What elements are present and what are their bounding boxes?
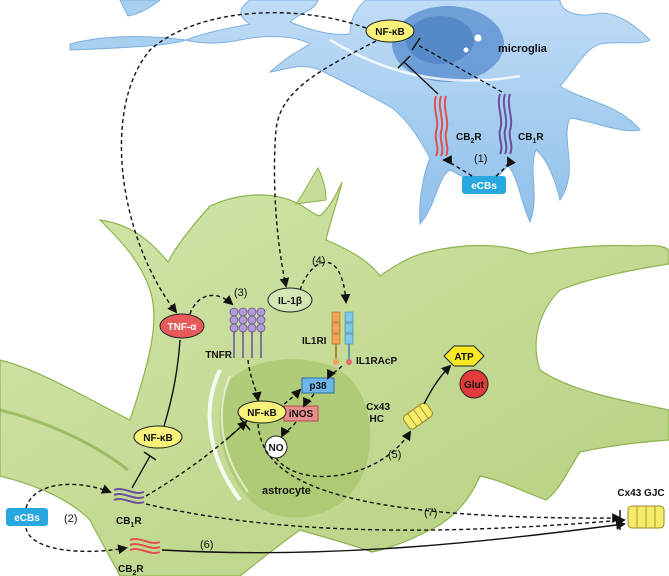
arrow-nfkb-to-cx43gjc [257,423,622,523]
microglia-cell: microglia [69,0,651,226]
tnfr-label: TNFR [205,350,232,361]
line-nfkb-left-to-tnfa [163,339,181,427]
arrow-ecbs-to-cb2r-astro [25,527,128,555]
microglia-process-top [119,0,161,17]
tnfr-receptor [229,307,266,358]
microglia-vesicle [463,47,469,53]
arrow-ecbs-to-cb1r-astro [25,483,112,509]
inos-label: iNOS [289,409,314,420]
atp-node [443,345,485,367]
arrow-no-to-cx43hc [275,430,412,478]
nfkb-astrocyte-center-node [237,400,287,424]
tnfa-node [159,313,205,339]
arrow-cx43hc-to-atp [423,364,452,405]
arrow-nfkb-to-p38 [283,388,302,405]
nfkb-astrocyte-left-node [133,425,183,449]
p38-label: p38 [309,381,327,392]
step-7-label: (7) [424,507,437,519]
no-label: NO [269,443,284,454]
glut-node [459,369,489,399]
cb2r-astrocyte-receptor [129,538,161,554]
inhibit-cb1r-nfkb-left [131,455,151,489]
ecbs-microglia-box [462,176,506,194]
arrow-p38-to-inos [303,393,315,408]
cb1r-astrocyte-receptor [113,488,145,504]
il1ri-label: IL1RI [302,336,327,347]
inhibit-cb1r-nfkb-microglia [415,43,503,93]
step-3-label: (3) [234,287,247,299]
microglia-label: microglia [498,43,548,55]
step-2-label: (2) [64,513,77,525]
nfkb-astrocyte-left-label: NF-κB [143,433,172,444]
microglia-vesicle [474,34,482,42]
ecbs-astrocyte-label: eCBs [14,513,40,524]
astrocyte-edge-shade [0,408,129,472]
astrocyte-highlight [220,375,249,493]
arrow-ecbs-to-cb2r-microglia [442,155,473,177]
il1racp-label: IL1RAcP [356,356,397,367]
arrow-cb2r-to-cx43gjc [161,520,626,554]
cb1r-astrocyte-label: CB1R [116,516,142,529]
step-6-label: (6) [200,539,213,551]
il1b-node [267,287,313,313]
arrow-il1r-to-p38 [327,365,343,380]
inhibit-nfkb-center [225,423,245,441]
cb2r-astrocyte-label: CB2R [118,564,144,576]
arrow-inos-to-no [281,421,297,438]
astrocyte-process-top [294,167,327,205]
ecbs-astrocyte-box [6,508,48,526]
microglia-body [184,0,651,226]
il1r-receptor [331,311,354,365]
nfkb-astrocyte-center-label: NF-κB [247,408,276,419]
arrow-il1b-to-il1r [299,261,351,304]
cb2r-microglia-receptor [433,95,449,157]
p38-box [301,377,335,394]
microglia-process-left [69,36,187,51]
nfkb-microglia-label: NF-κB [375,27,404,38]
cx43-hc-label-line1: Cx43 [366,402,390,413]
cb2r-microglia-label: CB2R [456,132,482,145]
glut-label: Glut [464,380,485,391]
astrocyte-label: astrocyte [262,485,311,497]
cb1r-microglia-receptor [497,93,513,155]
step-4-label: (4) [312,255,325,267]
cx43-gjc-channel [627,505,665,529]
cx43-hc-label-line2: HC [370,414,384,425]
astrocyte-highlight [207,369,242,502]
arrow-tnfr-to-nfkb [247,359,262,402]
microglia-highlight [329,38,521,82]
nfkb-microglia-node [365,19,415,43]
arrow-nfkb-to-tnfa [120,12,367,314]
arrow-nfkb-to-il1b [273,40,377,288]
microglia-nucleus-inner [406,16,474,64]
arrow-ecbs-to-cb1r-microglia [495,156,516,177]
inhibit-cb2r-nfkb-microglia [403,61,439,95]
cx43-hc-channel [403,402,433,430]
tnfa-label: TNF-α [168,322,198,333]
arrow-cb1r-to-cx43gjc [145,503,626,531]
pathway-arrows [25,12,626,555]
cb1r-microglia-label: CB1R [518,132,544,145]
atp-label: ATP [454,352,474,363]
step-1-label: (1) [474,153,487,165]
cx43-gjc-label: Cx43 GJC [617,488,664,499]
inhibition-lines [131,37,621,530]
il1b-label: IL-1β [278,296,302,307]
ecbs-microglia-label: eCBs [471,181,497,192]
